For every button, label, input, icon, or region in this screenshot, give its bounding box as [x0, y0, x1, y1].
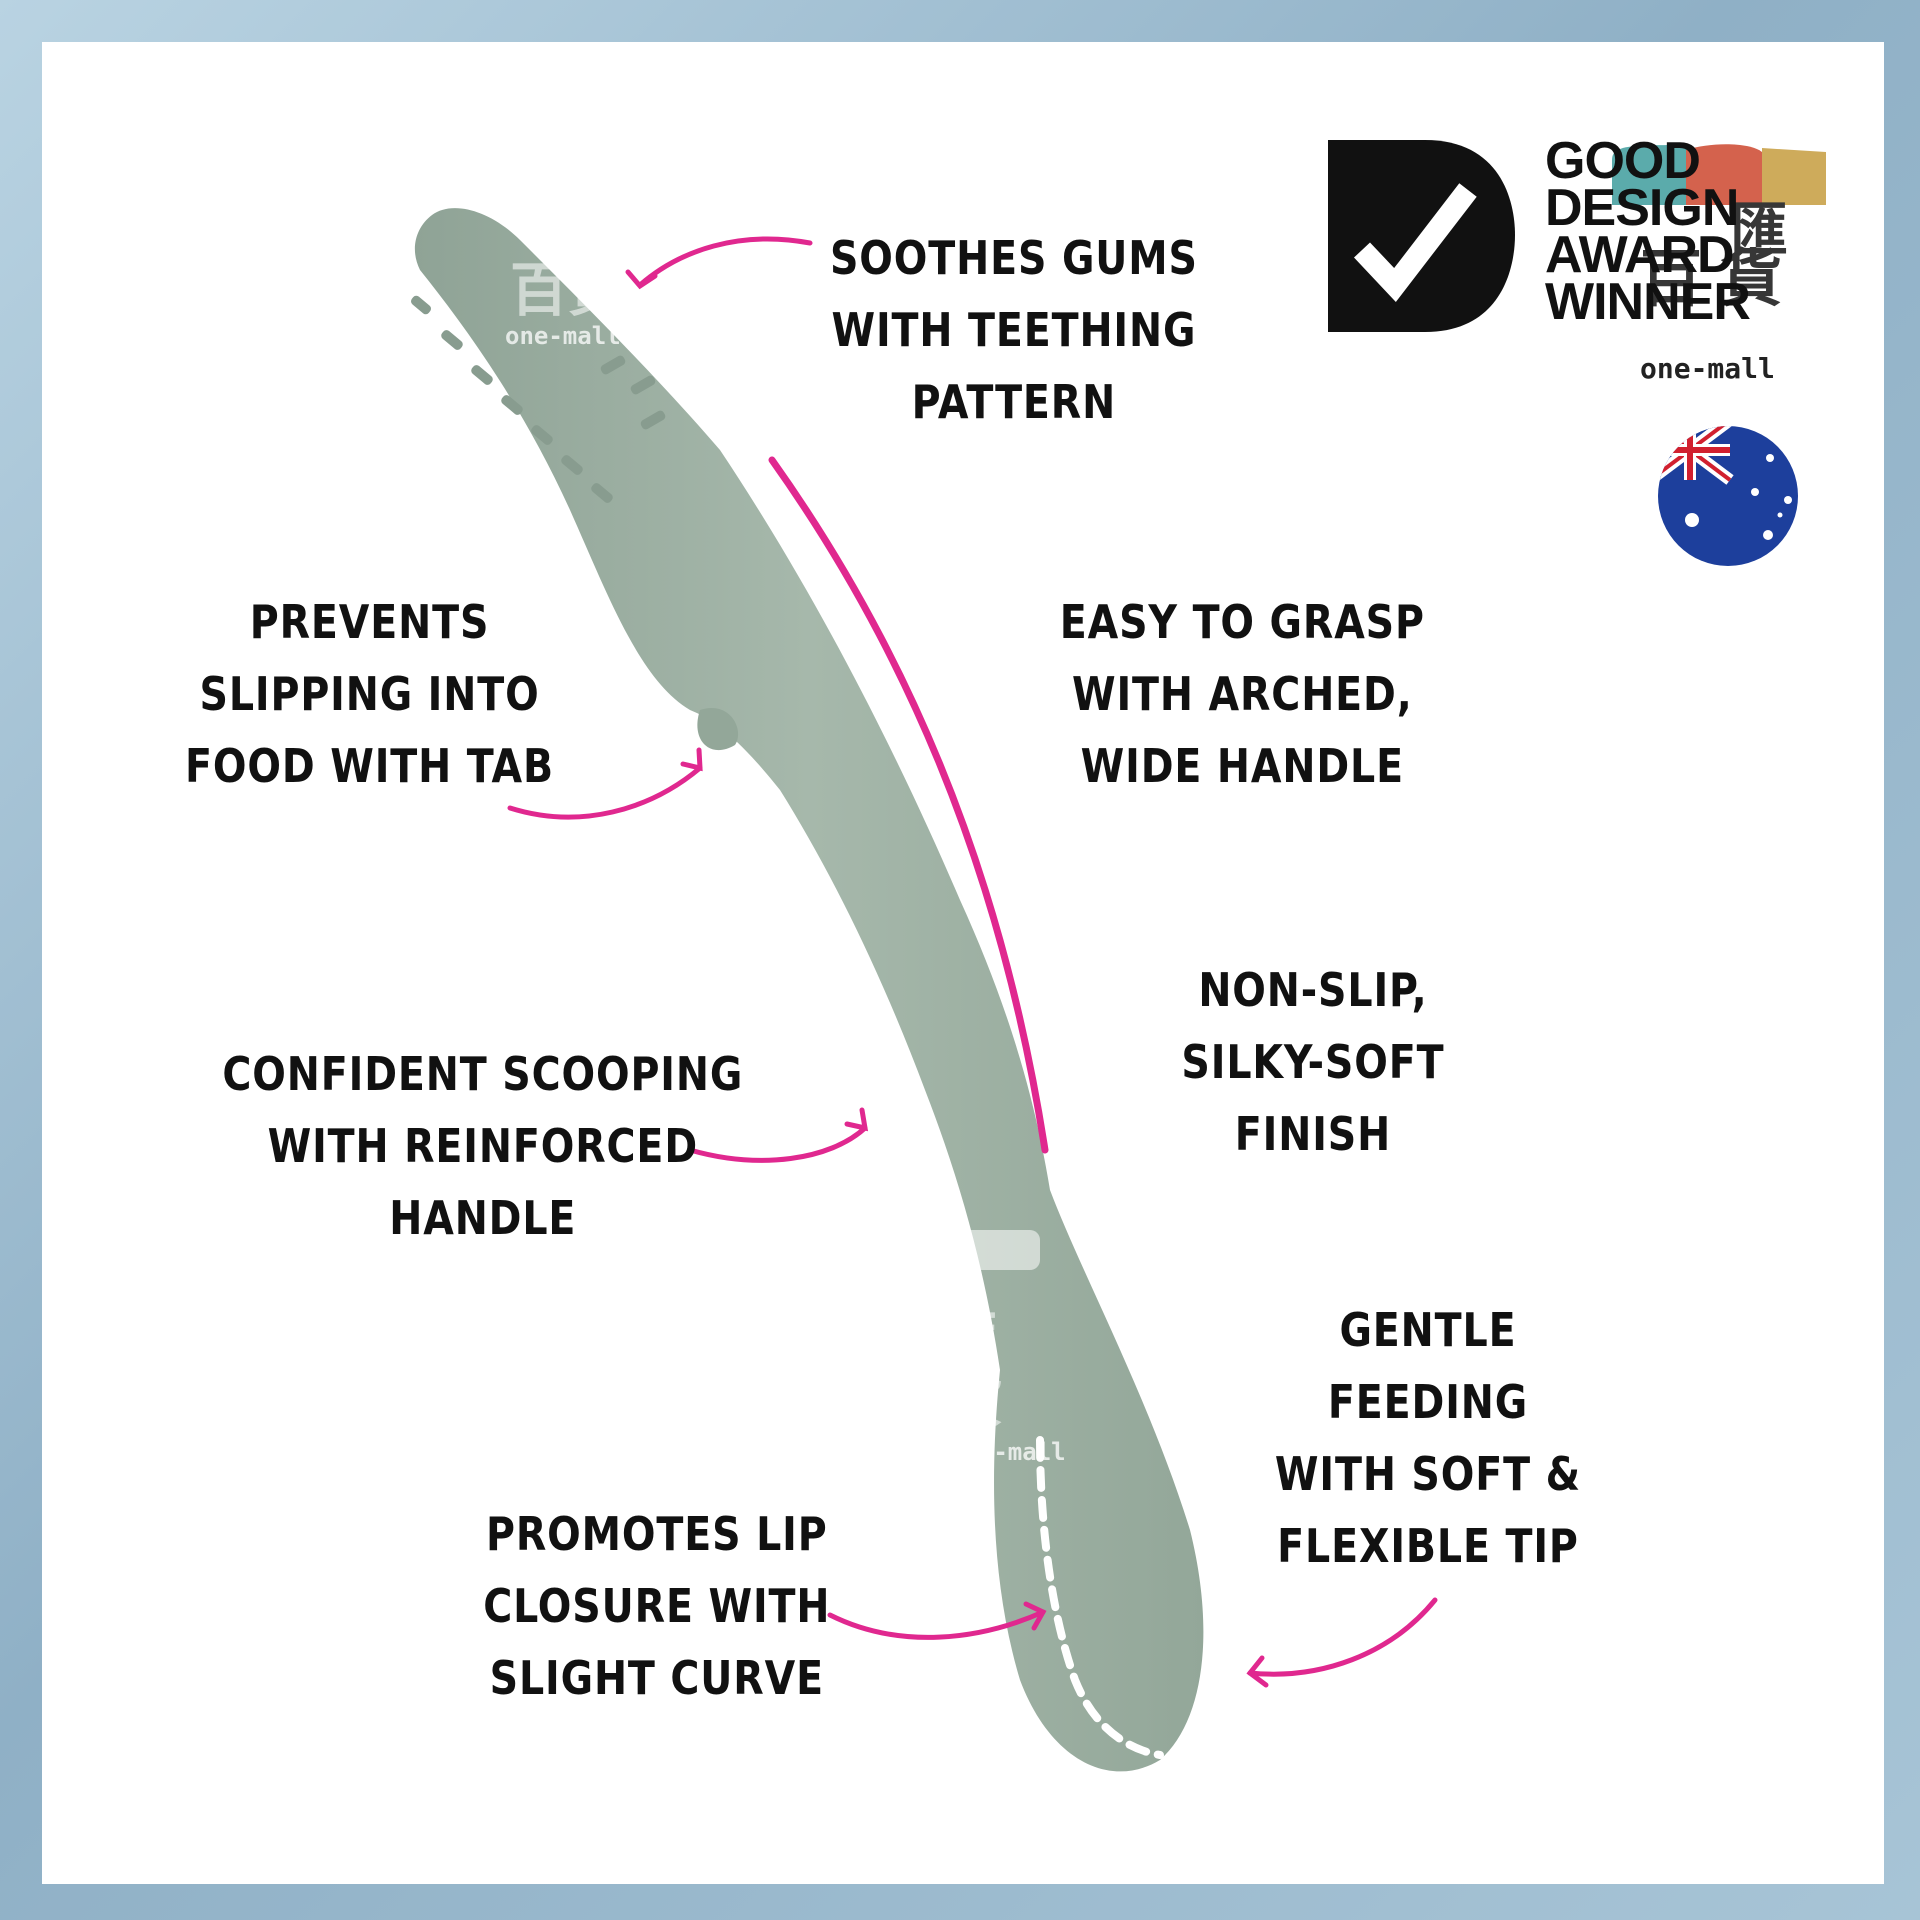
svg-text:百: 百: [1640, 242, 1702, 315]
feature-soothes-gums: SOOTHES GUMS WITH TEETHING PATTERN: [829, 231, 1198, 429]
svg-text:匯: 匯: [940, 1306, 998, 1374]
one-mall-watermark: 百 貨 匯: [1612, 144, 1826, 315]
svg-text:貨: 貨: [1720, 242, 1782, 315]
arrow-prevents: [507, 765, 703, 820]
good-design-logo: [1328, 140, 1515, 332]
good-design-award-text: GOOD DESIGN AWARD WINNER: [1545, 132, 1751, 331]
arrow-soothes: [637, 236, 813, 288]
spoon-body: [414, 208, 1204, 1772]
feature-easy-to-grasp: EASY TO GRASP WITH ARCHED, WIDE HANDLE: [1059, 595, 1425, 793]
feature-lip-closure: PROMOTES LIP CLOSURE WITH SLIGHT CURVE: [483, 1507, 831, 1705]
feature-non-slip: NON-SLIP, SILKY-SOFT FINISH: [1181, 963, 1445, 1161]
feature-gentle-feeding: GENTLE FEEDING WITH SOFT & FLEXIBLE TIP: [1274, 1303, 1582, 1573]
line-grasp: [768, 456, 1049, 1154]
svg-text:百貨: 百貨: [510, 256, 626, 324]
australia-flag: [1658, 426, 1798, 566]
arrowhead-gentle: [1246, 1655, 1269, 1688]
spoon-tab: [697, 708, 739, 751]
svg-text:貨: 貨: [945, 1366, 1003, 1434]
watermark-text-spoon-top: one-mall: [505, 322, 621, 350]
teething-pattern: [410, 295, 666, 503]
arrow-lip: [827, 1609, 1046, 1640]
svg-text:匯: 匯: [1730, 196, 1788, 264]
arrow-gentle: [1247, 1597, 1438, 1677]
bowl-dashed-outline: [1036, 1436, 1164, 1759]
watermark-text-top-right: one-mall: [1640, 352, 1775, 385]
arrow-scooping: [687, 1125, 868, 1163]
arrowhead-soothes: [625, 269, 658, 290]
arrowhead-prevents: [680, 747, 703, 772]
annotation-arrows: [507, 236, 1438, 1688]
watermark-text-spoon-bowl: one-mall: [950, 1438, 1066, 1466]
arrowhead-scooping: [844, 1107, 869, 1132]
arrowhead-lip: [1023, 1601, 1047, 1631]
feature-confident-scooping: CONFIDENT SCOOPING WITH REINFORCED HANDL…: [222, 1047, 744, 1245]
feature-prevents-slipping: PREVENTS SLIPPING INTO FOOD WITH TAB: [185, 595, 555, 793]
spoon-watermark: 百貨 匯 貨: [510, 256, 1040, 1434]
